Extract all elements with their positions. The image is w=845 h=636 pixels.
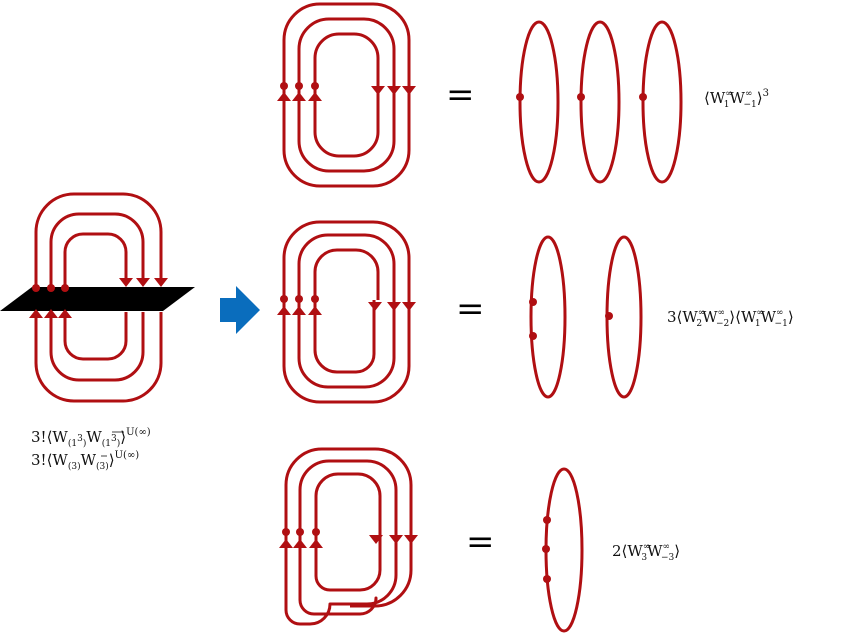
row3-ellipse-dots bbox=[542, 516, 551, 583]
left-loops-lower bbox=[34, 312, 163, 403]
row2-markers bbox=[277, 295, 416, 315]
left-arrow-down-2 bbox=[136, 278, 150, 287]
row1-markers bbox=[277, 82, 416, 101]
left-markers bbox=[29, 278, 168, 318]
left-label-line2: 3!⟨W(3)W(3)⟩U(∞) bbox=[31, 450, 139, 472]
left-arrow-down-1 bbox=[119, 278, 133, 287]
row3-equals: = bbox=[466, 522, 495, 562]
row2-ellipses bbox=[529, 235, 643, 399]
left-dot-3 bbox=[61, 284, 69, 292]
row1-ellipse-dots bbox=[516, 93, 647, 101]
row3-label: 2⟨W∞3W∞−3⟩ bbox=[612, 542, 680, 563]
svg-text:3!⟨W(13)W(13)⟩U(∞): 3!⟨W(13)W(13)⟩U(∞) bbox=[31, 427, 151, 449]
left-arrow-down-3 bbox=[154, 278, 168, 287]
row2-label: 3⟨W∞2W∞−2⟩⟨W∞1W∞−1⟩ bbox=[667, 308, 794, 329]
row3-loops bbox=[284, 447, 413, 626]
row3-ellipses bbox=[544, 467, 584, 633]
transition-arrow bbox=[220, 286, 260, 334]
row1-ellipses bbox=[518, 20, 683, 184]
row1-equals: = bbox=[446, 75, 475, 115]
left-dot-2 bbox=[47, 284, 55, 292]
row2-equals: = bbox=[456, 289, 485, 329]
left-arrow-up-3 bbox=[58, 309, 72, 318]
left-label-line1: 3!⟨W(13)W(13)⟩U(∞) bbox=[31, 427, 151, 449]
row2-ellipse-dots bbox=[529, 298, 613, 340]
row3-markers bbox=[279, 528, 418, 548]
black-plane bbox=[0, 287, 195, 311]
left-dot-1 bbox=[32, 284, 40, 292]
left-loops-upper bbox=[34, 192, 163, 288]
left-arrow-up-1 bbox=[29, 309, 43, 318]
row1-loops bbox=[282, 2, 411, 188]
svg-text:3!⟨W(3)W(3)⟩U(∞): 3!⟨W(3)W(3)⟩U(∞) bbox=[31, 450, 139, 472]
row1-label: ⟨W∞1W∞−1⟩3 bbox=[704, 88, 769, 110]
left-arrow-up-2 bbox=[44, 309, 58, 318]
